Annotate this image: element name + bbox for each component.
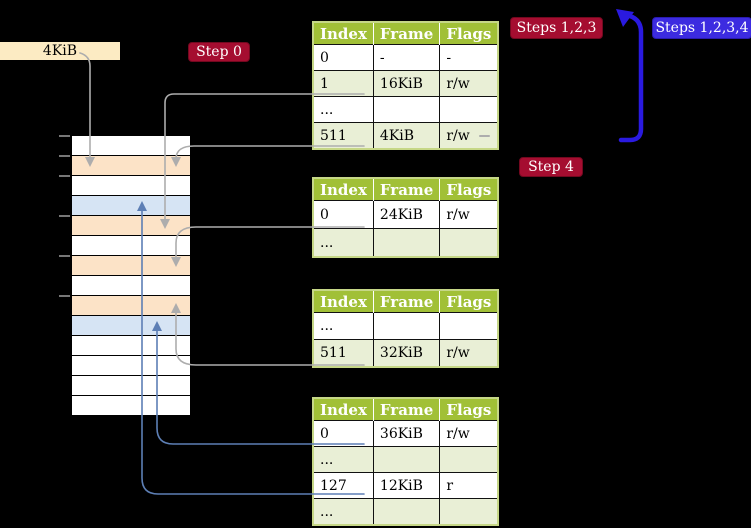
table-cell: 32KiB xyxy=(372,339,441,368)
table-cell: ... xyxy=(312,446,374,473)
column-header-frame: Frame xyxy=(372,178,440,201)
tick-mark xyxy=(59,155,70,157)
table-cell: 4KiB xyxy=(372,122,441,150)
frame-size-label: 4KiB xyxy=(0,42,120,60)
steps-loop-arrow-head xyxy=(616,9,634,27)
table-cell: 511 xyxy=(312,339,374,368)
table-cell xyxy=(372,498,441,526)
table-cell: r/w xyxy=(439,70,499,97)
table-cell xyxy=(439,312,499,340)
memory-frame-row-peach xyxy=(72,156,190,175)
memory-frame-row-peach xyxy=(72,216,190,235)
table-cell: 511 xyxy=(312,122,374,150)
column-header-frame: Frame xyxy=(372,398,440,421)
column-header-flags: Flags xyxy=(439,22,499,45)
table-cell: 127 xyxy=(312,472,374,499)
table-cell xyxy=(372,96,441,123)
table-cell: ... xyxy=(312,312,374,340)
memory-frame-row-white xyxy=(72,376,190,395)
tick-mark xyxy=(59,295,70,297)
column-header-index: Index xyxy=(313,22,374,45)
table-cell xyxy=(439,96,499,123)
table-row: ... xyxy=(312,228,499,258)
column-header-index: Index xyxy=(313,178,374,201)
column-header-flags: Flags xyxy=(439,178,499,201)
memory-frame-row-peach xyxy=(72,296,190,315)
table-cell: 0 xyxy=(312,200,374,229)
table-row: 0-- xyxy=(312,44,499,71)
column-header-frame: Frame xyxy=(372,22,440,45)
table-cell: 0 xyxy=(312,44,374,71)
table-cell: 0 xyxy=(312,420,374,447)
table-cell: 16KiB xyxy=(372,70,441,97)
column-header-flags: Flags xyxy=(439,290,499,313)
step-0-badge: Step 0 xyxy=(188,42,250,62)
table-row: ... xyxy=(312,312,499,340)
table-cell: 12KiB xyxy=(372,472,441,499)
memory-frame-row-peach xyxy=(72,256,190,275)
physical-memory-stack xyxy=(72,136,190,415)
tick-mark xyxy=(59,175,70,177)
table-cell: r/w xyxy=(439,420,499,447)
column-header-flags: Flags xyxy=(439,398,499,421)
memory-frame-row-blue xyxy=(72,196,190,215)
table-cell: 36KiB xyxy=(372,420,441,447)
memory-frame-row-white xyxy=(72,336,190,355)
column-header-index: Index xyxy=(313,398,374,421)
table-cell xyxy=(439,228,499,258)
column-header-index: Index xyxy=(313,290,374,313)
table-cell: - xyxy=(372,44,441,71)
table-cell xyxy=(372,228,441,258)
tick-mark xyxy=(59,255,70,257)
steps-1234-badge: Steps 1,2,3,4 xyxy=(652,17,751,39)
table-cell: ... xyxy=(312,498,374,526)
steps-123-badge: Steps 1,2,3 xyxy=(510,17,603,39)
table-cell: r/w xyxy=(439,122,499,150)
memory-frame-row-white xyxy=(72,176,190,195)
table-row: ... xyxy=(312,96,499,123)
memory-frame-row-white xyxy=(72,276,190,295)
table-cell xyxy=(372,446,441,473)
memory-frame-row-white xyxy=(72,396,190,415)
table-cell: ... xyxy=(312,96,374,123)
table-cell xyxy=(439,498,499,526)
table-row: ... xyxy=(312,498,499,526)
step-4-badge: Step 4 xyxy=(519,157,583,177)
memory-frame-row-white xyxy=(72,136,190,155)
table-cell: r xyxy=(439,472,499,499)
table-cell xyxy=(439,446,499,473)
table-cell: r/w xyxy=(439,200,499,229)
table-cell: ... xyxy=(312,228,374,258)
memory-frame-row-blue xyxy=(72,316,190,335)
table-cell: - xyxy=(439,44,499,71)
table-row: ... xyxy=(312,446,499,473)
steps-loop-arrow-line xyxy=(618,13,644,143)
tick-mark xyxy=(59,215,70,217)
tick-mark xyxy=(59,135,70,137)
table-cell xyxy=(372,312,441,340)
table-cell: 24KiB xyxy=(372,200,441,229)
column-header-frame: Frame xyxy=(372,290,440,313)
memory-frame-row-white xyxy=(72,236,190,255)
table-cell: r/w xyxy=(439,339,499,368)
memory-frame-row-white xyxy=(72,356,190,375)
table-cell: 1 xyxy=(312,70,374,97)
